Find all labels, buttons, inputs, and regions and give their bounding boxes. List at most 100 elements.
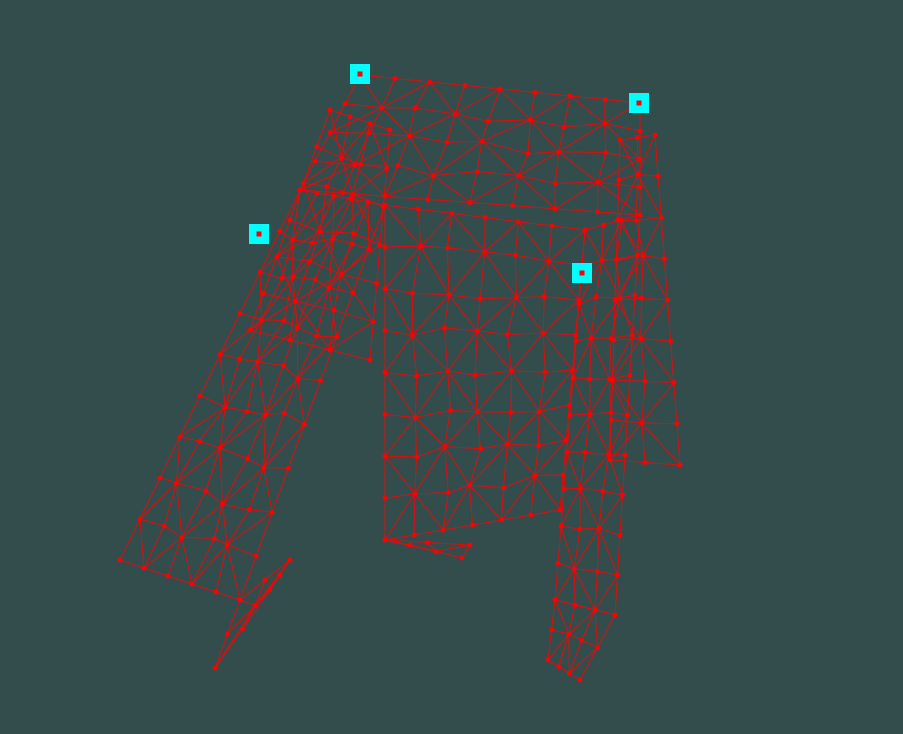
mesh-vertex xyxy=(440,527,446,533)
mesh-vertex xyxy=(220,501,225,507)
mesh-vertex xyxy=(505,441,510,447)
mesh-edge xyxy=(569,95,606,124)
mesh-vertex xyxy=(287,557,293,563)
mesh-vertex xyxy=(566,670,572,676)
mesh-vertex xyxy=(561,124,567,130)
mesh-edge xyxy=(469,484,504,489)
mesh-edge xyxy=(384,288,413,336)
mesh-edge xyxy=(239,599,256,607)
mesh-vertex xyxy=(382,495,388,501)
mesh-vertex xyxy=(632,292,638,298)
mesh-edge xyxy=(619,139,639,175)
mesh-edge xyxy=(381,78,396,109)
mesh-vertex xyxy=(300,180,306,186)
mesh-vertex xyxy=(571,566,577,572)
mesh-edge xyxy=(239,579,266,601)
pin-handle-top-right[interactable] xyxy=(629,93,649,113)
mesh-vertex xyxy=(338,271,344,277)
mesh-edge xyxy=(566,413,591,453)
mesh-vertex xyxy=(197,438,203,444)
mesh-edge xyxy=(517,221,550,262)
mesh-edge xyxy=(119,518,141,561)
mesh-edge xyxy=(353,232,381,246)
pin-handle-top-left[interactable] xyxy=(350,64,370,84)
mesh-edge xyxy=(484,221,519,253)
mesh-vertex xyxy=(606,452,612,457)
mesh-edge xyxy=(551,629,569,635)
mesh-vertex xyxy=(608,410,614,415)
mesh-edge xyxy=(563,451,568,490)
mesh-vertex xyxy=(255,359,260,365)
mesh-vertex xyxy=(640,253,646,258)
mesh-vertex xyxy=(259,317,264,323)
mesh-edge xyxy=(477,330,508,335)
mesh-vertex xyxy=(277,228,283,234)
mesh-vertex xyxy=(611,337,617,343)
mesh-edge xyxy=(242,589,271,630)
mesh-edge xyxy=(336,292,354,337)
mesh-edge xyxy=(427,542,471,546)
mesh-vertex xyxy=(516,173,521,179)
mesh-edge xyxy=(255,512,273,557)
mesh-edge xyxy=(444,446,449,493)
mesh-edge xyxy=(551,599,556,631)
mesh-edge xyxy=(297,378,321,382)
mesh-edge xyxy=(481,140,529,155)
mesh-edge xyxy=(433,175,471,203)
mesh-vertex xyxy=(579,637,585,643)
mesh-vertex xyxy=(377,242,383,248)
mesh-vertex xyxy=(165,573,171,579)
mesh-edge xyxy=(580,487,603,492)
mesh-vertex xyxy=(549,627,554,633)
mesh-edge xyxy=(256,320,285,362)
mesh-edge xyxy=(528,151,559,155)
pin-handles[interactable] xyxy=(249,64,649,283)
mesh-edge xyxy=(614,574,618,616)
mesh-edge xyxy=(329,109,351,118)
mesh-vertex xyxy=(637,156,643,162)
mesh-edge xyxy=(384,165,399,197)
mesh-vertex xyxy=(482,215,488,220)
mesh-edge xyxy=(139,518,165,527)
mesh-edge xyxy=(476,141,483,172)
mesh-vertex xyxy=(587,376,593,382)
mesh-edge xyxy=(534,92,571,97)
mesh-edge xyxy=(139,518,145,569)
mesh-edge xyxy=(384,195,428,200)
pin-handle-right-sleeve[interactable] xyxy=(572,263,592,283)
mesh-vertex xyxy=(587,411,593,417)
mesh-vertex xyxy=(247,327,253,333)
mesh-edge xyxy=(384,539,428,543)
mesh-edge xyxy=(296,287,330,328)
mesh-edge xyxy=(547,629,552,661)
mesh-edge xyxy=(215,544,228,593)
mesh-edge xyxy=(484,251,516,256)
mesh-edge xyxy=(615,219,618,261)
mesh-edge xyxy=(590,297,597,339)
mesh-edge xyxy=(474,370,512,376)
mesh-edge xyxy=(384,455,416,495)
mesh-edge xyxy=(443,327,449,371)
mesh-vertex xyxy=(293,298,298,304)
mesh-edge xyxy=(340,273,377,284)
mesh-edge xyxy=(239,319,262,360)
mesh-vertex xyxy=(582,449,588,455)
mesh-vertex xyxy=(174,480,179,486)
mesh-edge xyxy=(191,538,215,585)
mesh-edge xyxy=(319,186,328,232)
mesh-edge xyxy=(601,219,623,261)
mesh-edge xyxy=(558,151,599,183)
pin-handle-left-sleeve[interactable] xyxy=(249,224,269,244)
mesh-edge xyxy=(352,248,370,293)
mesh-edge xyxy=(511,370,540,412)
mesh-edge xyxy=(328,238,334,288)
mesh-vertex xyxy=(347,114,353,120)
mesh-edge xyxy=(179,406,226,438)
mesh-vertex xyxy=(608,417,614,423)
mesh-edge xyxy=(578,296,597,305)
mesh-edge xyxy=(341,157,353,195)
mesh-vertex xyxy=(277,572,283,578)
mesh-edge xyxy=(476,297,517,332)
